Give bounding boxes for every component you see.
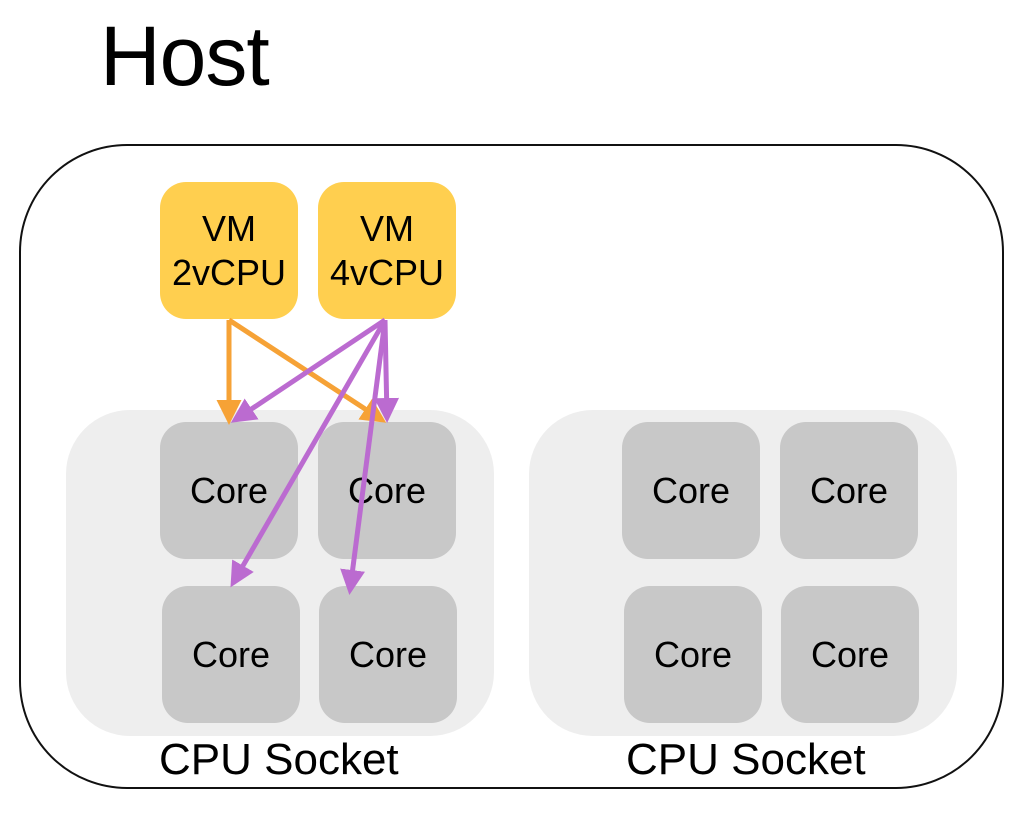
vm-4vcpu: VM 4vCPU [318, 182, 456, 319]
vm-2vcpu: VM 2vCPU [160, 182, 298, 319]
vm-2vcpu-line1: VM [202, 207, 256, 249]
host-title: Host [100, 9, 270, 103]
core-socket2-1: Core [622, 422, 760, 559]
vm-4vcpu-line1: VM [360, 207, 414, 249]
core-socket1-3: Core [162, 586, 300, 723]
core-socket2-3: Core [624, 586, 762, 723]
core-socket2-2: Core [780, 422, 918, 559]
core-socket1-1: Core [160, 422, 298, 559]
cpu-socket-2-label: CPU Socket [626, 735, 866, 784]
core-socket2-4: Core [781, 586, 919, 723]
cpu-socket-1-label: CPU Socket [159, 735, 399, 784]
core-socket1-2: Core [318, 422, 456, 559]
vm-2vcpu-line2: 2vCPU [171, 251, 287, 293]
vm-4vcpu-line2: 4vCPU [329, 251, 445, 293]
core-socket1-4: Core [319, 586, 457, 723]
